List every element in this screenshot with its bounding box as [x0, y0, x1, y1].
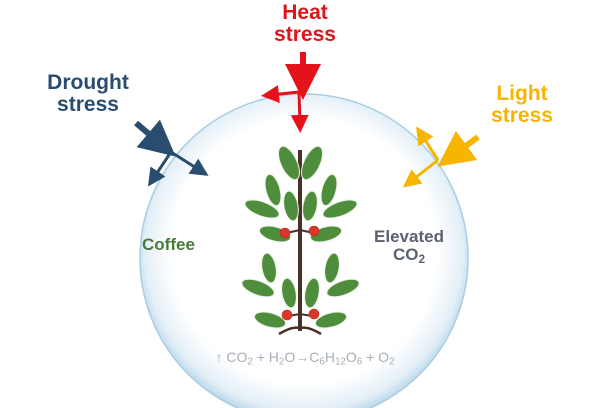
drought-stress-label-line1: Drought: [47, 71, 129, 94]
equation-co2: CO2: [226, 349, 253, 368]
co2-base: CO: [392, 244, 419, 264]
heat-arrow-icon: [261, 52, 321, 133]
photosynthesis-equation: ↑ CO2 + H2O→C6H12O6 + O2: [190, 349, 420, 368]
equation-h2o-o: O: [284, 349, 296, 365]
equation-h2o: H2O: [268, 349, 296, 368]
equation-glucose-h-sub: 12: [334, 356, 346, 368]
equation-o2: O2: [378, 349, 395, 368]
elevated-co2-label: Elevated CO2: [354, 227, 464, 266]
equation-co2-base: CO: [226, 349, 248, 365]
elevated-co2-label-line2: CO2: [354, 244, 464, 266]
heat-stress-label-line1: Heat: [282, 1, 328, 24]
drought-stress-label-line2: stress: [57, 93, 119, 117]
co2-subscript: 2: [418, 251, 426, 266]
equation-glucose-o-sub: 6: [356, 356, 363, 368]
equation-plus-2: +: [366, 349, 375, 365]
equation-glucose-h: H: [324, 349, 335, 365]
drought-stress-label: Drought stress: [18, 71, 158, 117]
equation-h2o-h: H: [268, 349, 279, 365]
coffee-label: Coffee: [142, 235, 195, 254]
heat-stress-label: Heat stress: [255, 1, 355, 47]
equation-right-arrow: →: [295, 349, 310, 365]
equation-plus-1: +: [256, 349, 265, 365]
equation-o2-base: O: [378, 349, 390, 365]
equation-co2-sub: 2: [247, 356, 253, 368]
equation-h2o-sub: 2: [278, 356, 285, 368]
coffee-plant-icon: [241, 145, 360, 336]
light-stress-label-line2: stress: [491, 104, 553, 128]
equation-glucose-c: C: [309, 349, 320, 365]
drought-arrow-icon: [134, 119, 209, 187]
equation-glucose: C6H12O6: [309, 349, 363, 368]
equation-glucose-c-sub: 6: [319, 356, 325, 368]
elevated-co2-label-line1: Elevated: [374, 227, 444, 246]
equation-glucose-o: O: [345, 349, 357, 365]
equation-up-arrow: ↑: [215, 349, 223, 365]
equation-o2-sub: 2: [389, 356, 395, 368]
light-arrow-icon: [402, 126, 480, 188]
heat-stress-label-line2: stress: [274, 23, 336, 47]
light-stress-label-line1: Light: [496, 82, 548, 105]
light-stress-label: Light stress: [462, 82, 582, 128]
